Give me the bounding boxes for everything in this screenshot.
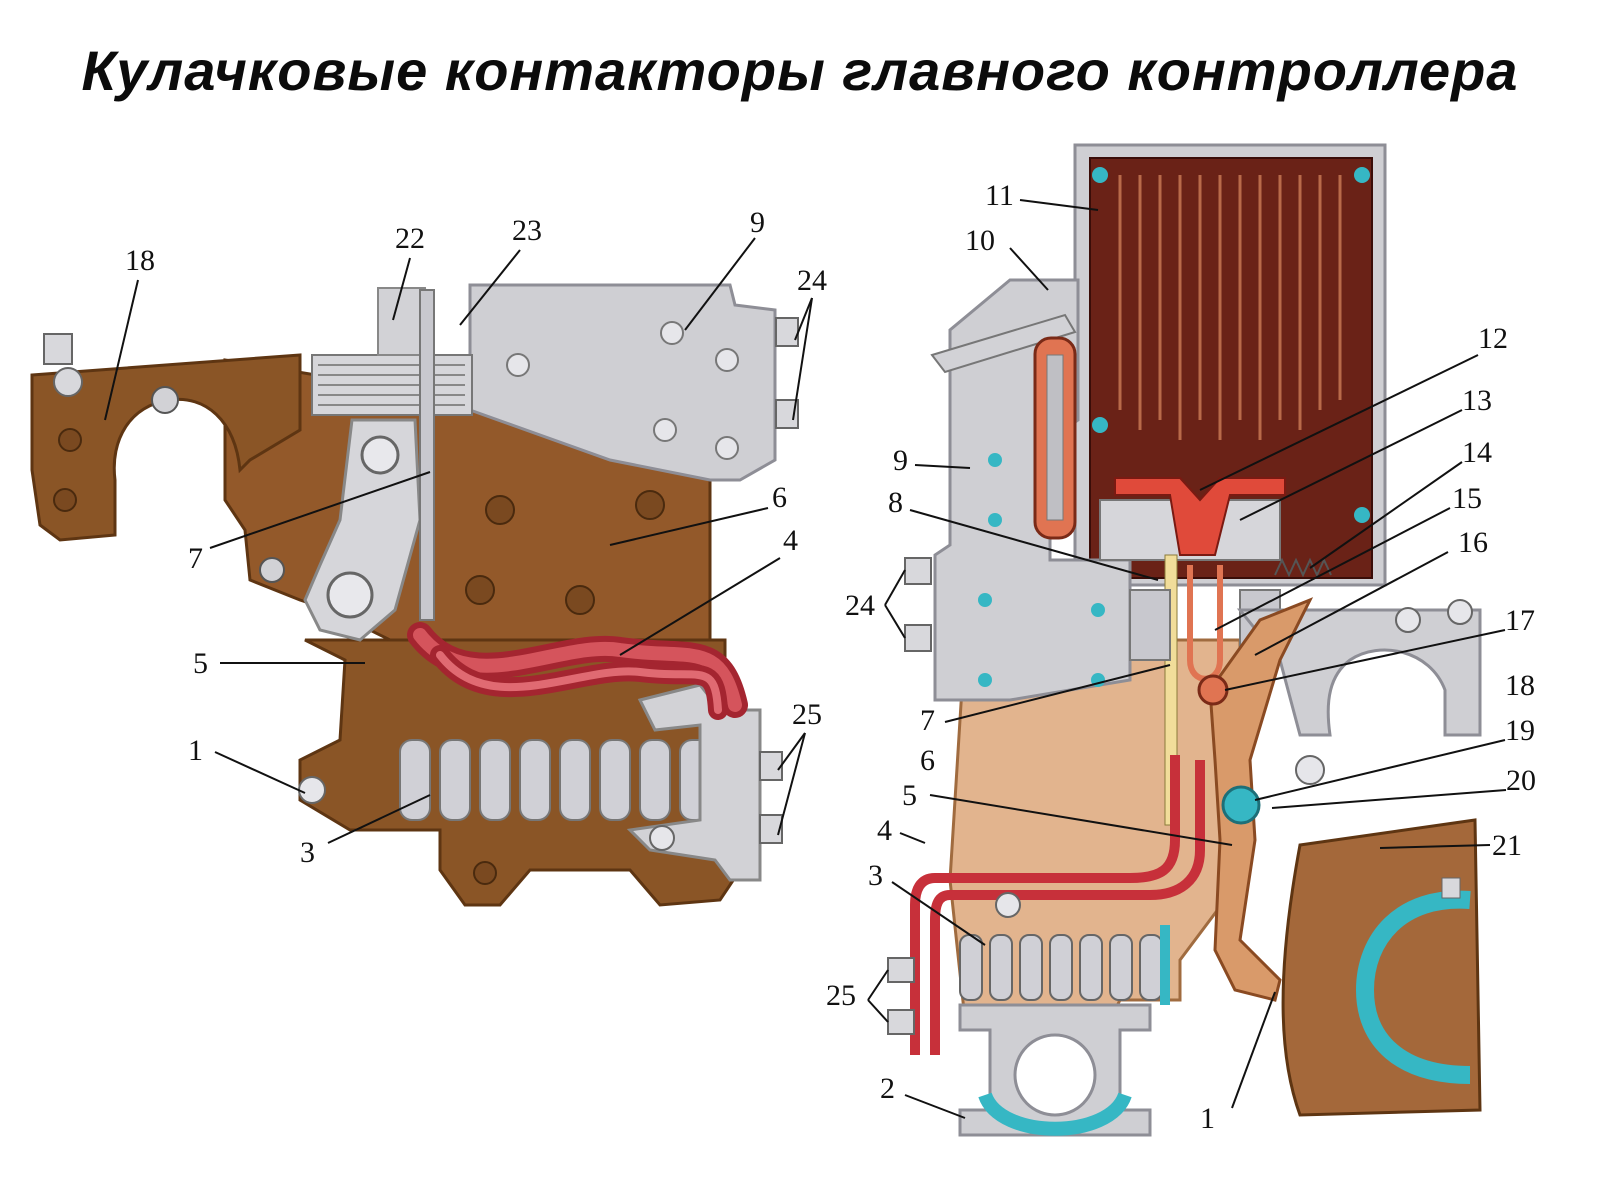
label-left-25: 25: [792, 698, 822, 731]
label-right-8: 8: [888, 486, 903, 519]
left-labels: 18 22 23 9 24 7 6 4 5 1 3 25: [125, 206, 827, 869]
left-contactor-view: [30, 283, 799, 907]
label-left-1: 1: [188, 734, 203, 767]
label-right-12: 12: [1478, 322, 1508, 355]
right-clamp-ring: [978, 1091, 1132, 1136]
right-chute-corner-bolt: [1354, 167, 1370, 183]
right-pivot-small: [1295, 755, 1325, 785]
left-contact-rod-7: [419, 289, 435, 621]
right-spring-14: [1274, 557, 1332, 578]
left-chute-rivet: [506, 353, 530, 377]
label-right-17: 17: [1505, 604, 1535, 637]
left-rivet: [259, 557, 285, 583]
right-spring-cap: [1160, 925, 1170, 1005]
label-right-13: 13: [1462, 384, 1492, 417]
right-bolt-24: [904, 557, 932, 585]
right-chute-corner-bolt: [1092, 167, 1108, 183]
label-left-3: 3: [300, 836, 315, 869]
label-right-14: 14: [1462, 436, 1492, 469]
right-cam-cyan: [1355, 890, 1471, 1084]
label-right-15: 15: [1452, 482, 1482, 515]
left-bolt-24: [775, 317, 799, 347]
left-rivet: [649, 825, 675, 851]
label-right-21: 21: [1492, 829, 1522, 862]
right-clamp-hole: [1013, 1033, 1097, 1117]
label-right-16: 16: [1458, 526, 1488, 559]
left-bolt-24: [775, 399, 799, 429]
label-right-19: 19: [1505, 714, 1535, 747]
left-bracket-bolt: [53, 367, 83, 397]
right-bracket-bolt: [1395, 607, 1421, 633]
right-spring-3: [959, 934, 1163, 1001]
left-chute-rivet: [715, 436, 739, 460]
label-right-24: 24: [845, 589, 875, 622]
right-ribbed-block: [1129, 589, 1171, 661]
label-left-9: 9: [750, 206, 765, 239]
right-labels: 11 10 12 13 14 15 16 9 8 24 17 18 7 6 19…: [826, 179, 1536, 1135]
left-rivet: [635, 490, 665, 520]
right-chute-corner-bolt: [1092, 417, 1108, 433]
label-right-3: 3: [868, 859, 883, 892]
left-braid-4: [407, 622, 748, 720]
right-braid-4b: [930, 760, 1205, 1055]
left-arc-chute-9: [468, 283, 777, 482]
right-bolt-25: [887, 1009, 915, 1035]
label-right-9: 9: [893, 444, 908, 477]
right-contactor-view: [887, 143, 1482, 1137]
right-rivet: [995, 892, 1021, 918]
label-left-18: 18: [125, 244, 155, 277]
label-right-10: 10: [965, 224, 995, 257]
left-rivet: [53, 488, 77, 512]
right-cam-tooth: [1441, 877, 1461, 899]
left-rivet: [565, 585, 595, 615]
right-braid-4: [910, 755, 1180, 1055]
label-right-6: 6: [920, 744, 935, 777]
left-bolt-25: [759, 814, 783, 844]
right-lever-arm: [1208, 597, 1314, 1002]
left-rivet: [473, 861, 497, 885]
label-right-7: 7: [920, 704, 935, 737]
left-spring-3: [399, 739, 711, 821]
left-roller-1: [298, 776, 326, 804]
label-left-23: 23: [512, 214, 542, 247]
label-right-11: 11: [985, 179, 1014, 212]
left-rivet: [485, 495, 515, 525]
right-pivot-19: [1221, 785, 1261, 825]
label-left-4: 4: [783, 524, 798, 557]
right-top-lever: [930, 313, 1077, 374]
right-blowout-core: [1046, 354, 1064, 521]
diagram-title: Кулачковые контакторы главного контролле…: [81, 39, 1519, 102]
left-chute-rivet: [660, 321, 684, 345]
label-right-1: 1: [1200, 1102, 1215, 1135]
left-lever-pivot: [326, 571, 374, 619]
left-chute-rivet: [715, 348, 739, 372]
label-left-7: 7: [188, 542, 203, 575]
right-chute-corner-bolt: [1354, 507, 1370, 523]
label-right-20: 20: [1506, 764, 1536, 797]
label-left-6: 6: [772, 481, 787, 514]
left-bolt-25: [759, 751, 783, 781]
right-bolt-24: [904, 624, 932, 652]
left-lever-nut: [360, 435, 400, 475]
left-chute-rivet: [653, 418, 677, 442]
label-left-24: 24: [797, 264, 827, 297]
label-left-5: 5: [193, 647, 208, 680]
label-right-18: 18: [1505, 669, 1535, 702]
leader-lines: [104, 199, 1507, 1119]
left-bracket-bolt-head: [43, 333, 73, 365]
right-bracket-18: [1236, 608, 1482, 737]
right-fixed-contacts-12: [1114, 477, 1286, 556]
right-bolt-25: [887, 957, 915, 983]
label-right-25: 25: [826, 979, 856, 1012]
right-pivot-17: [1197, 674, 1229, 706]
left-rivet: [58, 428, 82, 452]
label-right-2: 2: [880, 1072, 895, 1105]
label-left-22: 22: [395, 222, 425, 255]
left-rivet: [151, 386, 179, 414]
right-bracket-bolt: [1447, 599, 1473, 625]
label-right-5: 5: [902, 779, 917, 812]
left-rivet: [465, 575, 495, 605]
label-right-4: 4: [877, 814, 892, 847]
